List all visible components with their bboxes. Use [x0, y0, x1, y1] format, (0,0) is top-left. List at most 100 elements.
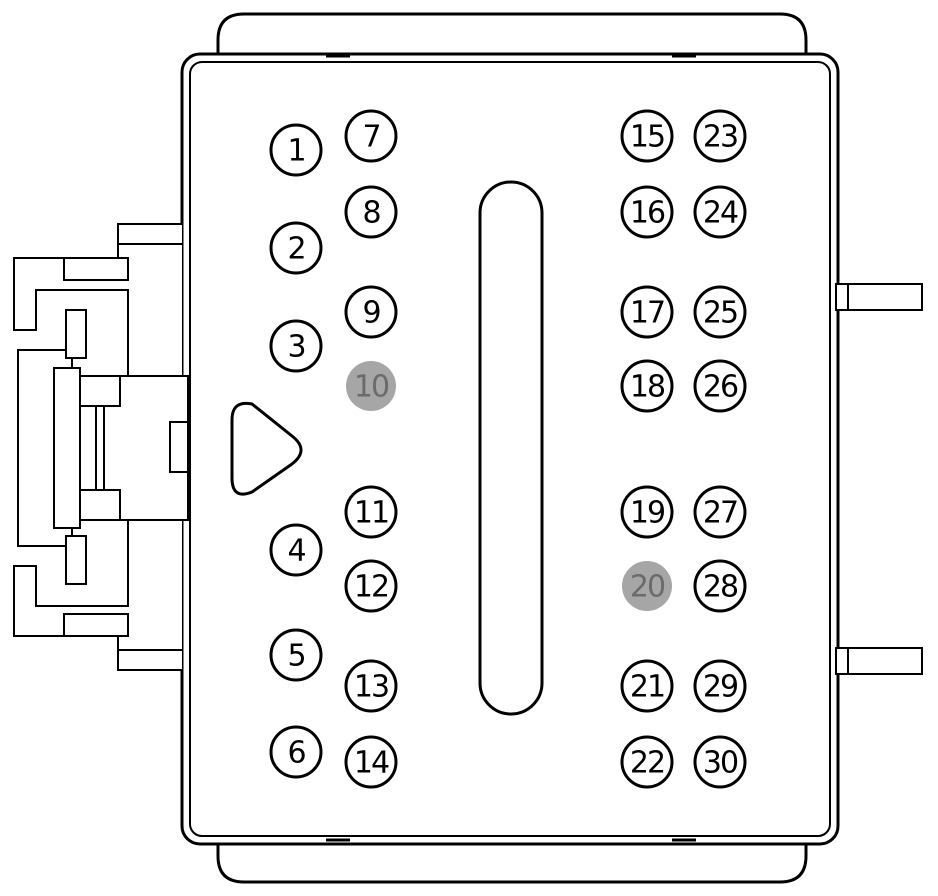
pin-circle — [620, 285, 674, 339]
pin-number-label: 25 — [703, 296, 737, 331]
right-tab-upper — [835, 283, 923, 311]
pin-circle — [344, 285, 398, 339]
pin-cavity: 25 — [693, 285, 747, 339]
bottom-flange — [216, 836, 808, 884]
pin-circle — [693, 559, 747, 613]
pin-circle — [693, 285, 747, 339]
pin-circle — [269, 221, 323, 275]
pin-number-label: 22 — [630, 746, 664, 781]
pin-circle — [269, 725, 323, 779]
polarization-key — [230, 401, 303, 496]
pin-number-label: 30 — [703, 746, 738, 781]
pin-number-label: 27 — [703, 496, 737, 531]
pin-cavity: 22 — [620, 735, 674, 789]
locking-latch — [13, 223, 189, 671]
pin-circle — [269, 123, 323, 177]
pin-cavity: 8 — [344, 185, 398, 239]
pin-cavity: 6 — [269, 725, 323, 779]
pin-cavity: 17 — [620, 285, 674, 339]
housing-inner-edge — [189, 61, 831, 837]
pin-number-label: 28 — [703, 570, 738, 605]
pin-number-label: 2 — [287, 232, 304, 267]
pin-cavity: 30 — [693, 735, 747, 789]
top-flange — [216, 12, 808, 60]
pin-number-label: 11 — [354, 496, 388, 531]
pin-cavity: 4 — [269, 523, 323, 577]
pin-number-label: 6 — [287, 736, 305, 771]
pin-cavity: 24 — [693, 185, 747, 239]
pin-cavity: 3 — [269, 319, 323, 373]
pin-number-label: 16 — [630, 196, 665, 231]
pin-number-label: 5 — [287, 639, 304, 674]
pin-number-label: 12 — [354, 570, 388, 605]
pin-circle — [693, 185, 747, 239]
pin-circle — [620, 659, 674, 713]
pin-cavity: 27 — [693, 485, 747, 539]
right-tab-lower — [835, 647, 923, 675]
pin-cavity: 13 — [344, 659, 398, 713]
pin-number-label: 4 — [287, 534, 305, 569]
pin-cavity: 15 — [620, 109, 674, 163]
pin-circle — [693, 485, 747, 539]
pin-cavity: 28 — [693, 559, 747, 613]
pin-number-label: 13 — [354, 670, 388, 705]
pin-number-label: 24 — [703, 196, 738, 231]
pin-cavity: 26 — [693, 359, 747, 413]
pin-cavity: 29 — [693, 659, 747, 713]
pin-circle — [620, 735, 674, 789]
pin-cavity: 9 — [344, 285, 398, 339]
pin-cavity: 18 — [620, 359, 674, 413]
pin-cavity-empty: 20 — [622, 561, 672, 611]
pin-number-label: 20 — [630, 570, 665, 605]
pin-circle — [620, 359, 674, 413]
pin-circle — [622, 561, 672, 611]
pin-cavity: 2 — [269, 221, 323, 275]
pin-cavity: 5 — [269, 628, 323, 682]
pin-circle — [693, 359, 747, 413]
pin-number-label: 18 — [630, 370, 665, 405]
pin-circle — [269, 628, 323, 682]
pin-cavity: 1 — [269, 123, 323, 177]
pin-number-label: 7 — [362, 120, 379, 155]
pin-circle — [344, 109, 398, 163]
pin-cavity: 16 — [620, 185, 674, 239]
pin-number-label: 29 — [703, 670, 737, 705]
pin-circle — [693, 659, 747, 713]
pin-circle — [620, 485, 674, 539]
pin-circle — [346, 361, 396, 411]
center-slot — [478, 180, 544, 716]
pin-circle — [269, 319, 323, 373]
pin-circle — [693, 735, 747, 789]
pin-cavity: 7 — [344, 109, 398, 163]
pin-number-label: 10 — [354, 370, 389, 405]
pin-circle — [344, 735, 398, 789]
pin-number-label: 3 — [287, 330, 304, 365]
pin-circle — [620, 185, 674, 239]
pin-number-label: 8 — [362, 196, 380, 231]
pin-cavity: 11 — [344, 485, 398, 539]
pin-circle — [620, 109, 674, 163]
pin-number-label: 9 — [362, 296, 379, 331]
pin-circle — [693, 109, 747, 163]
pin-circle — [269, 523, 323, 577]
pin-circle — [344, 559, 398, 613]
pin-cavity: 21 — [620, 659, 674, 713]
flange-notches — [326, 54, 696, 842]
pin-number-label: 21 — [630, 670, 664, 705]
pin-cavity: 14 — [344, 735, 398, 789]
pin-number-label: 23 — [703, 120, 737, 155]
pin-circle — [344, 659, 398, 713]
pin-circle — [344, 485, 398, 539]
pin-number-label: 17 — [630, 296, 664, 331]
pin-circle — [344, 185, 398, 239]
pin-number-label: 1 — [287, 134, 304, 169]
pin-number-label: 15 — [630, 120, 664, 155]
pin-cavity: 23 — [693, 109, 747, 163]
pin-cavities: 1234567891011121314151617181920212223242… — [269, 109, 747, 789]
pin-number-label: 19 — [630, 496, 664, 531]
pin-cavity: 19 — [620, 485, 674, 539]
pin-number-label: 14 — [354, 746, 389, 781]
pin-number-label: 26 — [703, 370, 738, 405]
pin-cavity: 12 — [344, 559, 398, 613]
pin-cavity-empty: 10 — [346, 361, 396, 411]
